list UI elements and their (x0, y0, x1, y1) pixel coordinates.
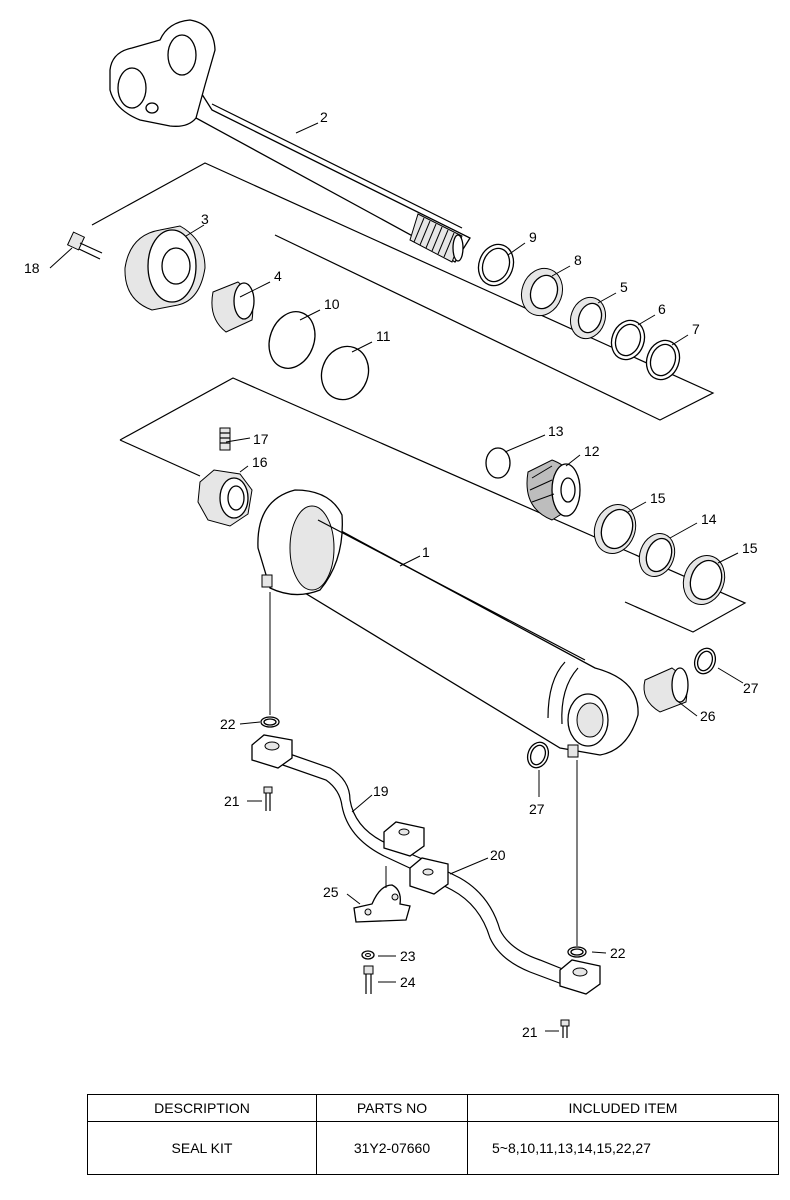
part-23-washer (361, 950, 375, 960)
callout-11: 11 (376, 328, 391, 344)
callout-13: 13 (548, 423, 564, 439)
tube-group-outline (119, 377, 747, 633)
callout-20: 20 (490, 847, 506, 863)
header-parts-no: PARTS NO (316, 1094, 468, 1122)
part-4-bushing (211, 281, 255, 333)
callout-7: 7 (692, 321, 700, 337)
part-10-o-ring (268, 311, 316, 369)
callout-15b: 15 (742, 540, 758, 556)
callout-8: 8 (574, 252, 582, 268)
callout-22b: 22 (610, 945, 626, 961)
callout-12: 12 (584, 443, 600, 459)
callout-25: 25 (323, 884, 339, 900)
callout-17: 17 (253, 431, 269, 447)
callout-19: 19 (373, 783, 389, 799)
callout-1: 1 (422, 544, 430, 560)
part-6-backup-ring (610, 319, 646, 361)
part-21-bolt-upper (263, 786, 273, 811)
callout-labels: 2 3 18 4 10 11 9 8 5 6 7 13 12 17 16 15 … (24, 109, 759, 1040)
callout-18: 18 (24, 260, 40, 276)
callout-9: 9 (529, 229, 537, 245)
callout-10: 10 (324, 296, 340, 312)
part-27-ring-right (693, 647, 717, 675)
callout-21b: 21 (522, 1024, 538, 1040)
callout-4: 4 (274, 268, 282, 284)
leader-lines (49, 122, 744, 1032)
callout-23: 23 (400, 948, 416, 964)
part-8-wiper (520, 267, 564, 317)
part-13-o-ring (485, 447, 511, 479)
rod-group-outline (91, 162, 715, 421)
header-included-item: INCLUDED ITEM (467, 1094, 779, 1122)
part-27-ring-lower (526, 741, 550, 769)
part-17-set-screw (219, 427, 231, 451)
part-3-rod-cover (124, 225, 206, 311)
part-20-clamp (383, 821, 449, 895)
part-1-cylinder-tube (257, 489, 639, 758)
callout-27a: 27 (743, 680, 759, 696)
callout-6: 6 (658, 301, 666, 317)
part-14-piston-seal (638, 533, 676, 577)
part-25-bracket (353, 866, 411, 923)
seal-kit-table: DESCRIPTION PARTS NO INCLUDED ITEM SEAL … (87, 1094, 779, 1175)
table-row: SEAL KIT 31Y2-07660 5~8,10,11,13,14,15,2… (87, 1121, 779, 1175)
cell-parts-no: 31Y2-07660 (316, 1121, 468, 1175)
callout-21a: 21 (224, 793, 240, 809)
callout-26: 26 (700, 708, 716, 724)
callout-24: 24 (400, 974, 416, 990)
callout-16: 16 (252, 454, 268, 470)
header-description: DESCRIPTION (87, 1094, 317, 1122)
part-15-wear-ring-rear (682, 555, 726, 605)
callout-27b: 27 (529, 801, 545, 817)
callout-15a: 15 (650, 490, 666, 506)
table-header-row: DESCRIPTION PARTS NO INCLUDED ITEM (87, 1094, 779, 1122)
part-11-o-ring (320, 345, 370, 401)
part-24-bolt (363, 965, 374, 994)
part-18-bolt (66, 231, 103, 260)
part-16-lock-nut (197, 469, 253, 527)
callout-5: 5 (620, 279, 628, 295)
part-21-bolt-lower (560, 1019, 570, 1038)
part-22-o-ring-upper (260, 716, 280, 728)
part-12-piston (526, 459, 581, 521)
exploded-parts-diagram: 2 3 18 4 10 11 9 8 5 6 7 13 12 17 16 15 … (24, 19, 759, 1040)
cell-included-item: 5~8,10,11,13,14,15,22,27 (467, 1121, 779, 1175)
part-19-pipe (251, 734, 601, 995)
callout-14: 14 (701, 511, 717, 527)
callout-2: 2 (320, 109, 328, 125)
part-15-wear-ring-front (593, 504, 637, 554)
callout-3: 3 (201, 211, 209, 227)
cell-description: SEAL KIT (87, 1121, 317, 1175)
callout-22a: 22 (220, 716, 236, 732)
part-5-seal (569, 296, 607, 340)
part-22-o-ring-lower (567, 946, 587, 958)
part-26-pin-bushing (643, 667, 689, 713)
part-2-piston-rod (109, 19, 471, 263)
part-7-ring (645, 339, 681, 381)
part-9-dust-ring (477, 243, 515, 287)
